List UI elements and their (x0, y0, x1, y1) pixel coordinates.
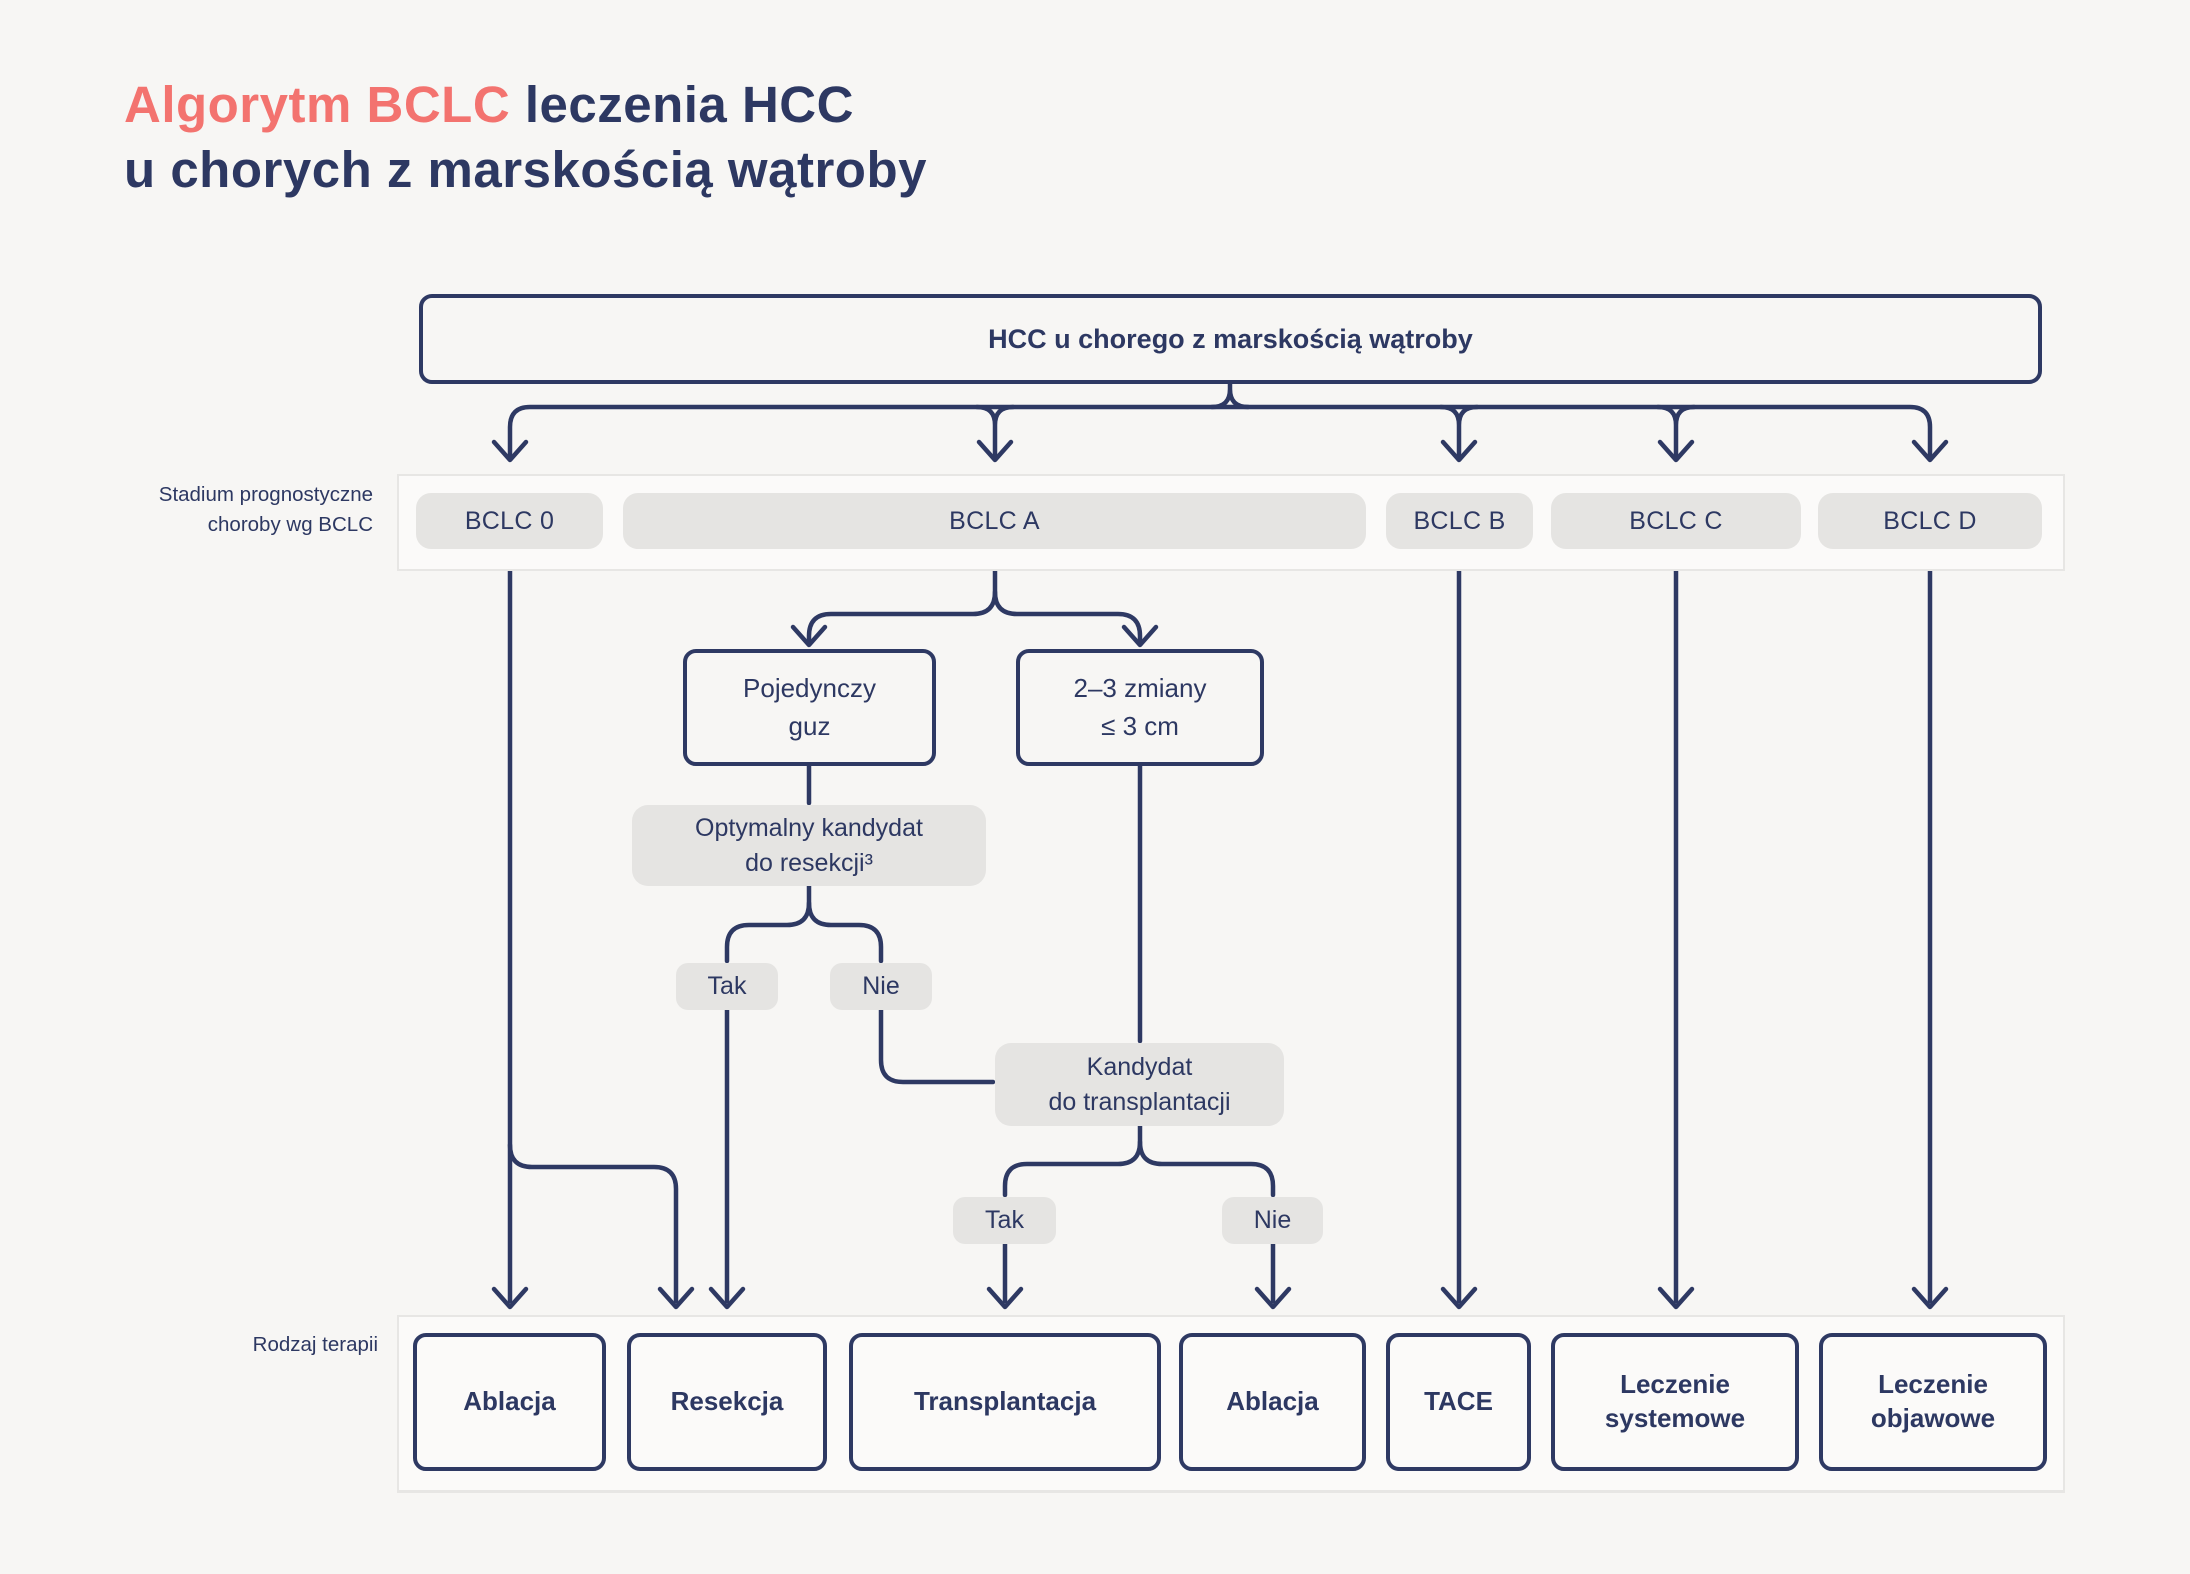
transplant-split-left (1002, 1123, 1143, 1198)
node-resection-candidate: Optymalny kandydat do resekcji³ (632, 805, 986, 886)
root-stem-line (1209, 381, 1251, 410)
arrowhead (1657, 1286, 1695, 1310)
arrowhead (491, 1286, 529, 1310)
top-drop-bclc-b (1438, 404, 1480, 460)
pill-no-resection: Nie (830, 963, 932, 1010)
pill-no-transplant: Nie (1222, 1197, 1323, 1244)
title-line-2: u chorych z marskością wątroby (124, 141, 927, 199)
no-resection-line (878, 1007, 996, 1085)
page-title: Algorytm BCLC leczenia HCC u chorych z m… (124, 72, 927, 203)
therapy-node-tace: TACE (1386, 1333, 1531, 1471)
title-line-1: Algorytm BCLC leczenia HCC (124, 72, 927, 137)
therapy-node-ablation-2: Ablacja (1179, 1333, 1366, 1471)
stage-pill-bclc-d: BCLC D (1818, 493, 2042, 549)
therapy-row-label: Rodzaj terapii (252, 1333, 378, 1356)
therapy-node-systemic: Leczenie systemowe (1551, 1333, 1799, 1471)
arrowhead (1911, 1286, 1949, 1310)
arrowhead (708, 1286, 746, 1310)
transplant-split-right (1137, 1139, 1276, 1198)
pill-yes-resection: Tak (676, 963, 778, 1010)
arrowhead (790, 624, 828, 648)
top-bar-line (507, 404, 1933, 460)
title-accent: Algorytm BCLC (124, 76, 511, 133)
stage-pill-bclc-c: BCLC C (1551, 493, 1801, 549)
bclc0-branch-line (507, 1142, 679, 1304)
pill-yes-transplant: Tak (953, 1197, 1056, 1244)
title-rest: leczenia HCC (524, 76, 854, 133)
arrowhead (986, 1286, 1024, 1310)
arrowhead (1440, 1286, 1478, 1310)
arrowhead (1121, 624, 1159, 648)
top-drop-bclc-a (974, 404, 1016, 460)
arrowhead (1254, 1286, 1292, 1310)
therapy-node-resection: Resekcja (627, 1333, 827, 1471)
resection-split-right (806, 900, 884, 964)
top-drop-bclc-c (1655, 404, 1697, 460)
arrowhead (976, 439, 1014, 463)
arrowhead (1440, 439, 1478, 463)
therapy-node-symptomatic: Leczenie objawowe (1819, 1333, 2047, 1471)
arrowhead (1911, 439, 1949, 463)
arrowhead (1657, 439, 1695, 463)
stage-row-label: Stadium prognostyczne choroby wg BCLC (158, 483, 373, 536)
node-transplant-candidate: Kandydat do transplantacji (995, 1043, 1284, 1126)
bclc-a-split-right (992, 589, 1143, 644)
arrowhead (491, 439, 529, 463)
stage-pill-bclc-a: BCLC A (623, 493, 1366, 549)
arrowhead (657, 1286, 695, 1310)
therapy-node-transplant: Transplantacja (849, 1333, 1161, 1471)
resection-split-left (724, 883, 812, 964)
therapy-node-ablation-1: Ablacja (413, 1333, 606, 1471)
node-single-tumor: Pojedynczy guz (683, 649, 936, 766)
node-small-lesions: 2–3 zmiany ≤ 3 cm (1016, 649, 1264, 766)
stage-pill-bclc-0: BCLC 0 (416, 493, 603, 549)
stage-pill-bclc-b: BCLC B (1386, 493, 1533, 549)
root-node: HCC u chorego z marskością wątroby (419, 294, 2042, 384)
